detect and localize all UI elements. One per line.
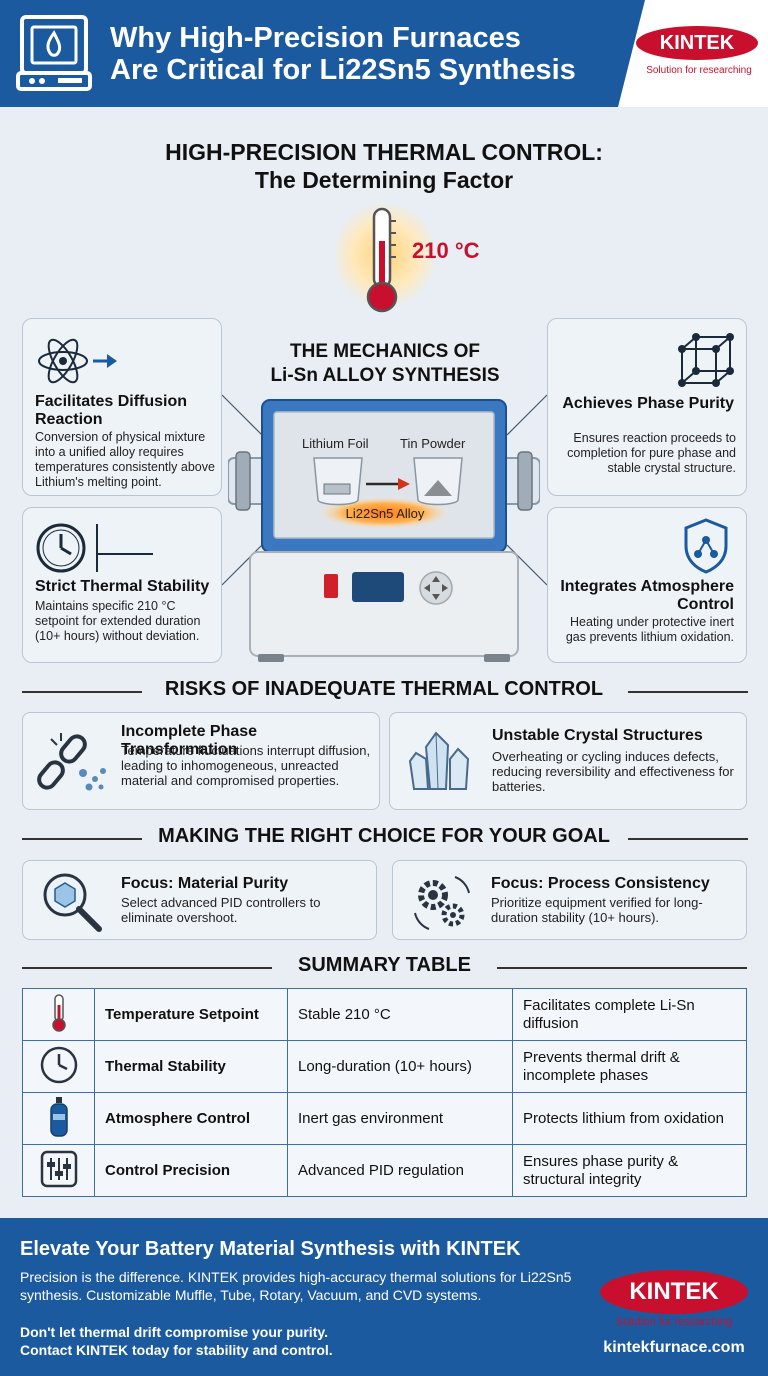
footer-brand-logo[interactable]: KINTEK	[600, 1270, 748, 1314]
feature-text-diffusion: Conversion of physical mixture into a un…	[35, 430, 215, 489]
mechanics-title-line-1: THE MECHANICS OF	[290, 341, 480, 362]
clock-icon	[36, 523, 153, 573]
feature-card-purity: Achieves Phase Purity Ensures reaction p…	[547, 318, 747, 496]
atom-icon	[38, 338, 117, 384]
table-cell: Thermal Stability	[94, 1040, 288, 1093]
feature-card-atmosphere: Integrates Atmosphere Control Heating un…	[547, 507, 747, 663]
risk-card-phase: Incomplete Phase Transformation Temperat…	[22, 712, 380, 810]
footer-brand-tagline: Solution for researching	[615, 1316, 733, 1328]
hero-title-line-2: The Determining Factor	[254, 167, 514, 193]
footer-text: Precision is the difference. KINTEK prov…	[20, 1269, 572, 1303]
footer-title: Elevate Your Battery Material Synthesis …	[20, 1238, 521, 1260]
label-product-alloy: Li22Sn5 Alloy	[345, 506, 425, 521]
crystal-cube-icon	[678, 333, 734, 387]
thermometer-icon	[51, 993, 66, 1032]
divider	[22, 967, 272, 969]
label-lithium-foil: Lithium Foil	[302, 436, 369, 451]
choice-text-consistency: Prioritize equipment verified for long-d…	[491, 895, 703, 925]
choice-title-consistency: Focus: Process Consistency	[491, 875, 710, 892]
magnifier-icon	[43, 873, 102, 932]
risk-text-crystal: Overheating or cycling induces defects, …	[492, 749, 734, 794]
table-cell: Temperature Setpoint	[94, 988, 288, 1041]
furnace-icon	[16, 15, 92, 91]
feature-text-stability: Maintains specific 210 °C setpoint for e…	[35, 599, 201, 643]
choice-text-purity: Select advanced PID controllers to elimi…	[121, 895, 321, 925]
divider	[628, 838, 748, 840]
thermometer-icon	[366, 207, 398, 313]
sliders-icon	[40, 1150, 77, 1187]
table-cell: Control Precision	[94, 1144, 288, 1197]
risk-card-crystal: Unstable Crystal Structures Overheating …	[389, 712, 747, 810]
feature-title-stability: Strict Thermal Stability	[35, 578, 210, 595]
table-row: Atmosphere Control Inert gas environment…	[22, 1092, 747, 1145]
feature-card-diffusion: Facilitates Diffusion Reaction Conversio…	[22, 318, 222, 496]
summary-table: Temperature Setpoint Stable 210 °C Facil…	[22, 988, 747, 1197]
page-title: Why High-Precision Furnaces Are Critical…	[110, 22, 620, 86]
table-cell: Inert gas environment	[287, 1092, 513, 1145]
risk-title-phase: Incomplete Phase Transformation	[121, 723, 258, 758]
divider	[628, 691, 748, 693]
table-cell: Long-duration (10+ hours)	[287, 1040, 513, 1093]
footer-cta-line-2: Contact KINTEK today for stability and c…	[20, 1342, 333, 1358]
hero-title-line-1: HIGH-PRECISION THERMAL CONTROL:	[165, 139, 603, 165]
feature-text-atmosphere: Heating under protective inert gas preve…	[565, 615, 734, 644]
broken-chain-icon	[37, 733, 106, 791]
brand-tagline: Solution for researching	[646, 65, 752, 76]
label-tin-powder: Tin Powder	[400, 436, 466, 451]
risk-title-crystal: Unstable Crystal Structures	[492, 727, 703, 744]
feature-title-atmosphere: Integrates Atmosphere Control	[560, 578, 734, 613]
table-cell: Ensures phase purity & structural integr…	[512, 1144, 747, 1197]
mechanics-title-line-2: Li-Sn ALLOY SYNTHESIS	[270, 365, 500, 386]
divider	[22, 838, 142, 840]
tube-furnace-illustration	[228, 399, 540, 662]
crystal-icon	[408, 731, 470, 790]
table-cell: Advanced PID regulation	[287, 1144, 513, 1197]
table-row: Control Precision Advanced PID regulatio…	[22, 1144, 747, 1197]
clock-icon	[40, 1046, 77, 1083]
footer-website-link[interactable]: kintekfurnace.com	[603, 1339, 745, 1356]
shield-icon	[684, 518, 728, 574]
mechanics-title: THE MECHANICS OF Li-Sn ALLOY SYNTHESIS	[230, 340, 540, 388]
summary-title: SUMMARY TABLE	[298, 954, 471, 976]
temperature-readout: 210 °C	[412, 238, 480, 263]
footer-cta-line-1: Don't let thermal drift compromise your …	[20, 1324, 328, 1340]
gears-icon	[414, 876, 470, 930]
footer-cta: Don't let thermal drift compromise your …	[20, 1323, 440, 1359]
hero-title: HIGH-PRECISION THERMAL CONTROL: The Dete…	[0, 138, 768, 194]
divider	[497, 967, 747, 969]
title-line-1: Why High-Precision Furnaces	[110, 22, 521, 54]
feature-card-stability: Strict Thermal Stability Maintains speci…	[22, 507, 222, 663]
table-cell: Stable 210 °C	[287, 988, 513, 1041]
feature-title-diffusion: Facilitates Diffusion Reaction	[35, 393, 188, 428]
table-row: Temperature Setpoint Stable 210 °C Facil…	[22, 988, 747, 1041]
choice-title: MAKING THE RIGHT CHOICE FOR YOUR GOAL	[158, 825, 610, 847]
feature-text-purity: Ensures reaction proceeds to completion …	[567, 431, 736, 475]
title-line-2: Are Critical for Li22Sn5 Synthesis	[110, 54, 576, 86]
risk-text-phase: Temperature fluctuations interrupt diffu…	[121, 743, 371, 788]
feature-title-purity: Achieves Phase Purity	[562, 395, 734, 412]
choice-title-purity: Focus: Material Purity	[121, 875, 289, 892]
table-row: Thermal Stability Long-duration (10+ hou…	[22, 1040, 747, 1093]
table-cell: Prevents thermal drift & incomplete phas…	[512, 1040, 747, 1093]
risks-title: RISKS OF INADEQUATE THERMAL CONTROL	[164, 678, 604, 700]
table-cell: Protects lithium from oxidation	[512, 1092, 747, 1145]
table-cell: Atmosphere Control	[94, 1092, 288, 1145]
choice-card-purity[interactable]: Focus: Material Purity Select advanced P…	[22, 860, 377, 940]
gas-cylinder-icon	[49, 1096, 68, 1137]
table-cell: Facilitates complete Li-Sn diffusion	[512, 988, 747, 1041]
divider	[22, 691, 142, 693]
choice-card-consistency[interactable]: Focus: Process Consistency Prioritize eq…	[392, 860, 747, 940]
brand-logo[interactable]: KINTEK	[636, 26, 758, 60]
